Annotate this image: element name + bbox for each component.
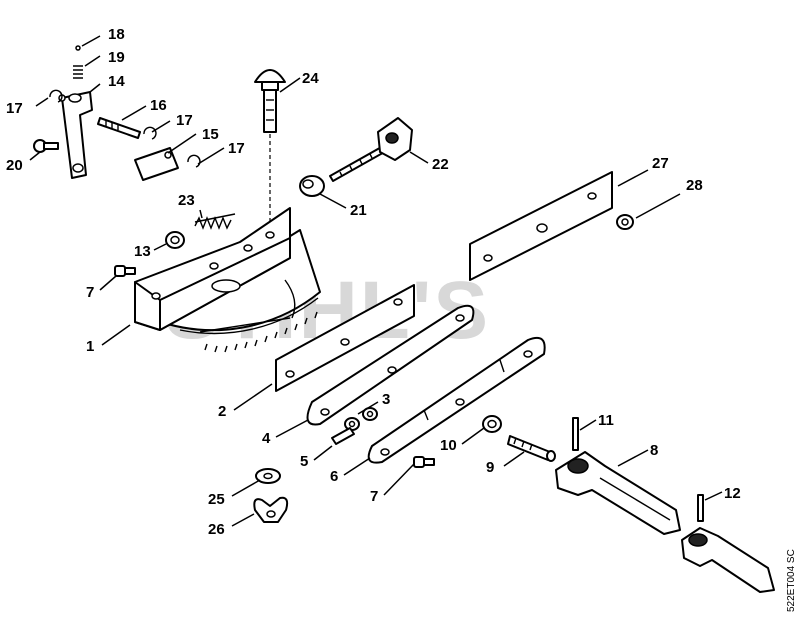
callout-16: 16: [150, 97, 167, 114]
part-2-plate: [275, 284, 415, 392]
callout-17-c: 17: [228, 140, 245, 157]
part-7-screw-lower: [413, 456, 435, 468]
part-12-pin: [697, 494, 704, 522]
callout-7-upper: 7: [86, 284, 94, 301]
callout-15: 15: [202, 126, 219, 143]
callout-12: 12: [724, 485, 741, 502]
part-23-spring: [194, 213, 236, 230]
callout-17-b: 17: [176, 112, 193, 129]
callout-9: 9: [486, 459, 494, 476]
part-9-pin: [507, 435, 556, 462]
callout-14: 14: [108, 73, 125, 90]
part-24-carriage-bolt: [254, 69, 286, 300]
part-20-screw: [33, 139, 59, 153]
callout-19: 19: [108, 49, 125, 66]
callout-11: 11: [598, 412, 614, 429]
part-7-screw-upper: [114, 265, 136, 277]
leader-lines: [29, 35, 723, 527]
part-25-washer: [255, 468, 281, 484]
callout-21: 21: [350, 202, 367, 219]
callout-13: 13: [134, 243, 151, 260]
callout-1: 1: [86, 338, 94, 355]
callout-10: 10: [440, 437, 457, 454]
callout-7-lower: 7: [370, 488, 378, 505]
callout-28: 28: [686, 177, 703, 194]
part-19-spring-small: [73, 65, 83, 79]
part-11-pin: [572, 417, 579, 451]
callout-25: 25: [208, 491, 225, 508]
part-12-lever-cam: [681, 527, 775, 593]
part-10-washer: [482, 415, 502, 433]
callout-27: 27: [652, 155, 669, 172]
callout-5: 5: [300, 453, 308, 470]
part-15-block: [134, 147, 179, 181]
callout-8: 8: [650, 442, 658, 459]
part-6-bar: [367, 336, 546, 464]
callout-26: 26: [208, 521, 225, 538]
callout-24: 24: [302, 70, 319, 87]
part-8-clamp-lever: [555, 451, 681, 535]
callout-22: 22: [432, 156, 449, 173]
part-17-clip-a: [49, 89, 63, 103]
part-16-shaft: [97, 117, 141, 139]
diagram-code: 522ET004 SC: [786, 549, 797, 612]
part-14-linkage-arm: [58, 91, 93, 179]
part-22-knob-rod: [329, 117, 413, 182]
part-27-plate: [469, 171, 613, 281]
callout-23: 23: [178, 192, 195, 209]
part-17-clip-c: [187, 154, 201, 168]
callout-20: 20: [6, 157, 23, 174]
callout-4: 4: [262, 430, 271, 447]
part-21-thumb-nut: [299, 175, 325, 197]
part-28-washer: [616, 214, 634, 230]
part-18-ball: [75, 45, 81, 51]
callout-3: 3: [382, 391, 390, 408]
callout-2: 2: [218, 403, 226, 420]
part-17-clip-b: [143, 126, 157, 140]
part-5-key: [331, 427, 355, 445]
callout-18: 18: [108, 26, 125, 43]
part-3-washers: [344, 407, 378, 431]
part-4-bar: [306, 304, 475, 426]
protractor-scale-ticks: [204, 311, 318, 353]
callout-6: 6: [330, 468, 338, 485]
part-26-wing-nut: [253, 496, 289, 523]
part-13-nut: [165, 231, 185, 249]
callout-17-a: 17: [6, 100, 23, 117]
part-1-miter-gauge-body: [134, 207, 321, 353]
